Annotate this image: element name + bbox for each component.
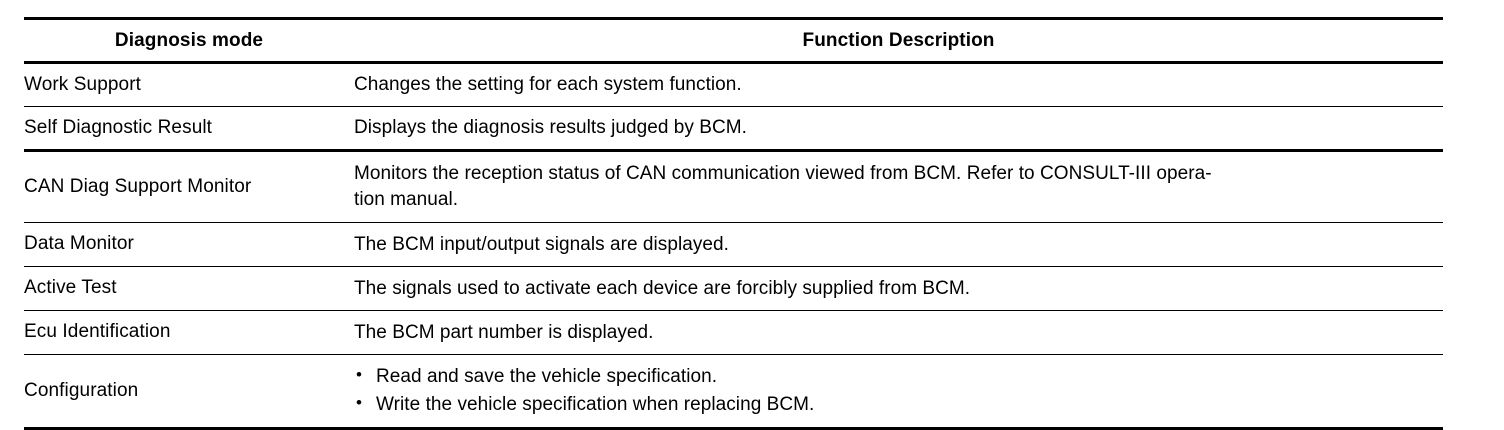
table-body: Work Support Changes the setting for eac… <box>24 62 1443 429</box>
cell-diagnosis-mode: Active Test <box>24 266 354 311</box>
table-row: Work Support Changes the setting for eac… <box>24 62 1443 107</box>
cell-function-description: Monitors the reception status of CAN com… <box>354 150 1443 223</box>
table-row: Ecu Identification The BCM part number i… <box>24 310 1443 355</box>
configuration-bullet-list: • Read and save the vehicle specificatio… <box>354 363 1443 418</box>
list-item: • Read and save the vehicle specificatio… <box>354 363 1443 391</box>
cell-diagnosis-mode: Self Diagnostic Result <box>24 106 354 151</box>
bullet-icon: • <box>356 365 363 385</box>
cell-function-description: The BCM input/output signals are display… <box>354 222 1443 267</box>
bullet-icon: • <box>356 393 363 412</box>
cell-function-description: • Read and save the vehicle specificatio… <box>354 354 1443 429</box>
description-line-1: Monitors the reception status of CAN com… <box>354 163 1212 185</box>
table-header: Diagnosis mode Function Description <box>24 18 1443 63</box>
table-header-row: Diagnosis mode Function Description <box>24 18 1443 63</box>
list-item-label: Write the vehicle specification when rep… <box>376 394 815 415</box>
table-row: Configuration • Read and save the vehicl… <box>24 354 1443 429</box>
list-item: • Write the vehicle specification when r… <box>354 391 1443 419</box>
table-row: Data Monitor The BCM input/output signal… <box>24 222 1443 267</box>
description-line-2: tion manual. <box>354 189 459 210</box>
cell-diagnosis-mode: Ecu Identification <box>24 310 354 355</box>
cell-diagnosis-mode: Configuration <box>24 354 354 429</box>
description-text: Monitors the reception status of CAN com… <box>354 161 1443 212</box>
cell-diagnosis-mode: Data Monitor <box>24 222 354 267</box>
cell-diagnosis-mode: Work Support <box>24 62 354 107</box>
cell-function-description: Displays the diagnosis results judged by… <box>354 106 1443 151</box>
table-row: Active Test The signals used to activate… <box>24 266 1443 311</box>
cell-function-description: The BCM part number is displayed. <box>354 310 1443 355</box>
cell-diagnosis-mode: CAN Diag Support Monitor <box>24 150 354 223</box>
diagnosis-mode-table: Diagnosis mode Function Description Work… <box>24 17 1443 430</box>
list-item-label: Read and save the vehicle specification. <box>376 366 718 388</box>
table-row: Self Diagnostic Result Displays the diag… <box>24 106 1443 151</box>
table-row: CAN Diag Support Monitor Monitors the re… <box>24 150 1443 223</box>
column-header-diagnosis-mode: Diagnosis mode <box>24 18 354 63</box>
cell-function-description: The signals used to activate each device… <box>354 266 1443 311</box>
column-header-function-description: Function Description <box>354 18 1443 63</box>
cell-function-description: Changes the setting for each system func… <box>354 62 1443 107</box>
